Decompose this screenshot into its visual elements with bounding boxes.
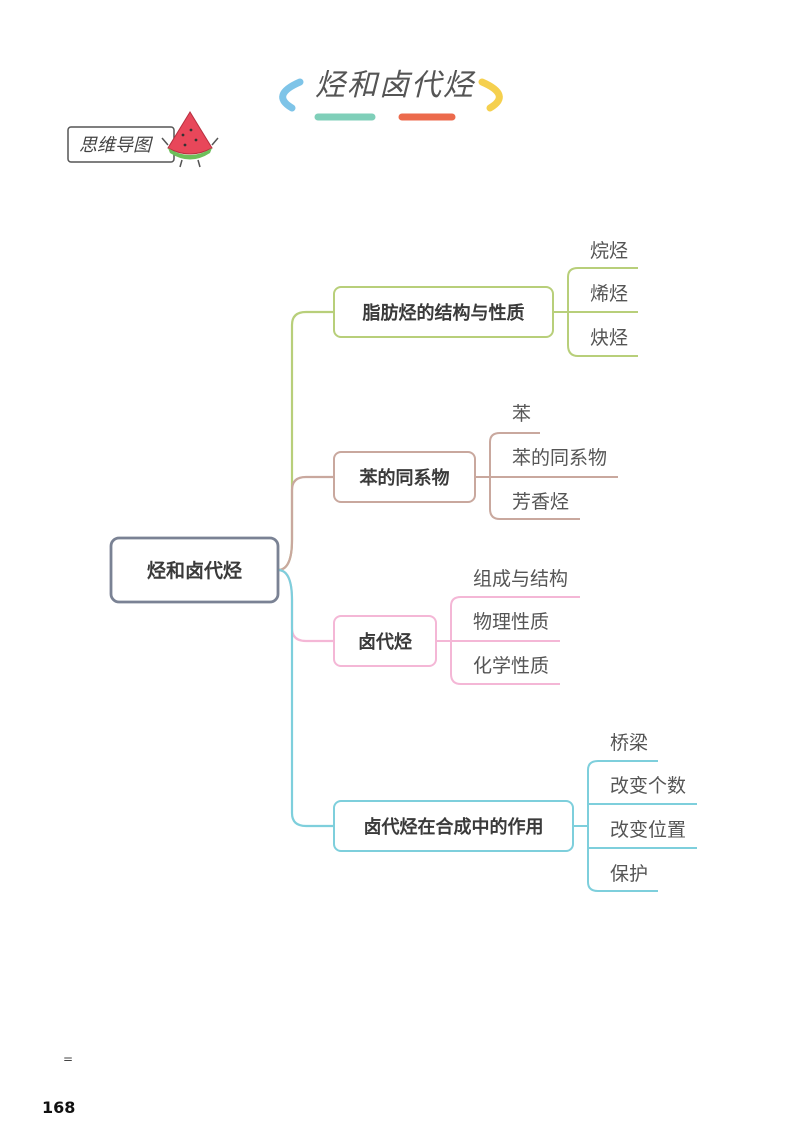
badge-label: 思维导图 (79, 135, 154, 156)
leaf-alkyne: 炔烃 (590, 327, 628, 349)
leaf-protection: 保护 (610, 863, 648, 885)
leaf-alkene: 烯烃 (590, 283, 628, 305)
leaf-aromatic-hydrocarbon: 芳香烃 (512, 491, 569, 513)
leaf-change-position: 改变位置 (610, 819, 686, 841)
title-arc-left (279, 78, 304, 112)
leaf-bracket-halohydrocarbon (436, 596, 580, 685)
title-decoration: 烃和卤代烃 (279, 68, 503, 121)
leaf-bridge: 桥梁 (610, 732, 648, 754)
footer-mark: = (63, 1052, 73, 1066)
leaf-change-number: 改变个数 (610, 775, 686, 797)
leaf-benzene-homologue: 苯的同系物 (512, 447, 607, 469)
branch-label-aliphatic: 脂肪烃的结构与性质 (363, 302, 525, 324)
branch-label-halohydrocarbon: 卤代烃 (358, 631, 412, 653)
branch-node-synthesis-role: 卤代烃在合成中的作用 桥梁 改变个数 改变位置 保护 (333, 732, 697, 892)
root-node-label: 烃和卤代烃 (147, 559, 242, 582)
watermelon-mascot-icon (161, 111, 219, 168)
connector-branch-3 (277, 568, 334, 643)
branch-node-aliphatic: 脂肪烃的结构与性质 烷烃 烯烃 炔烃 (333, 240, 638, 357)
mind-map-badge: 思维导图 (67, 111, 219, 168)
root-connectors (277, 310, 334, 828)
connector-branch-1 (277, 310, 334, 572)
leaf-alkane: 烷烃 (590, 240, 628, 262)
leaf-benzene: 苯 (512, 403, 531, 425)
title-arc-right (478, 78, 503, 112)
connector-branch-4 (277, 568, 334, 828)
branch-node-benzene-homologues: 苯的同系物 苯 苯的同系物 芳香烃 (333, 403, 618, 520)
page-title: 烃和卤代烃 (315, 68, 476, 103)
leaf-physical-properties: 物理性质 (473, 611, 549, 633)
leaf-chemical-properties: 化学性质 (473, 655, 549, 677)
branch-label-synthesis-role: 卤代烃在合成中的作用 (364, 816, 544, 838)
leaf-composition-structure: 组成与结构 (473, 568, 568, 590)
page-number: 168 (42, 1098, 75, 1117)
branch-label-benzene-homologues: 苯的同系物 (359, 467, 450, 489)
connector-branch-2 (277, 475, 334, 572)
root-node: 烃和卤代烃 (109, 536, 280, 604)
leaf-bracket-aliphatic (553, 267, 638, 357)
leaf-bracket-benzene (475, 432, 618, 520)
branch-node-halohydrocarbon: 卤代烃 组成与结构 物理性质 化学性质 (333, 568, 580, 685)
leaf-bracket-synthesis (573, 760, 697, 892)
